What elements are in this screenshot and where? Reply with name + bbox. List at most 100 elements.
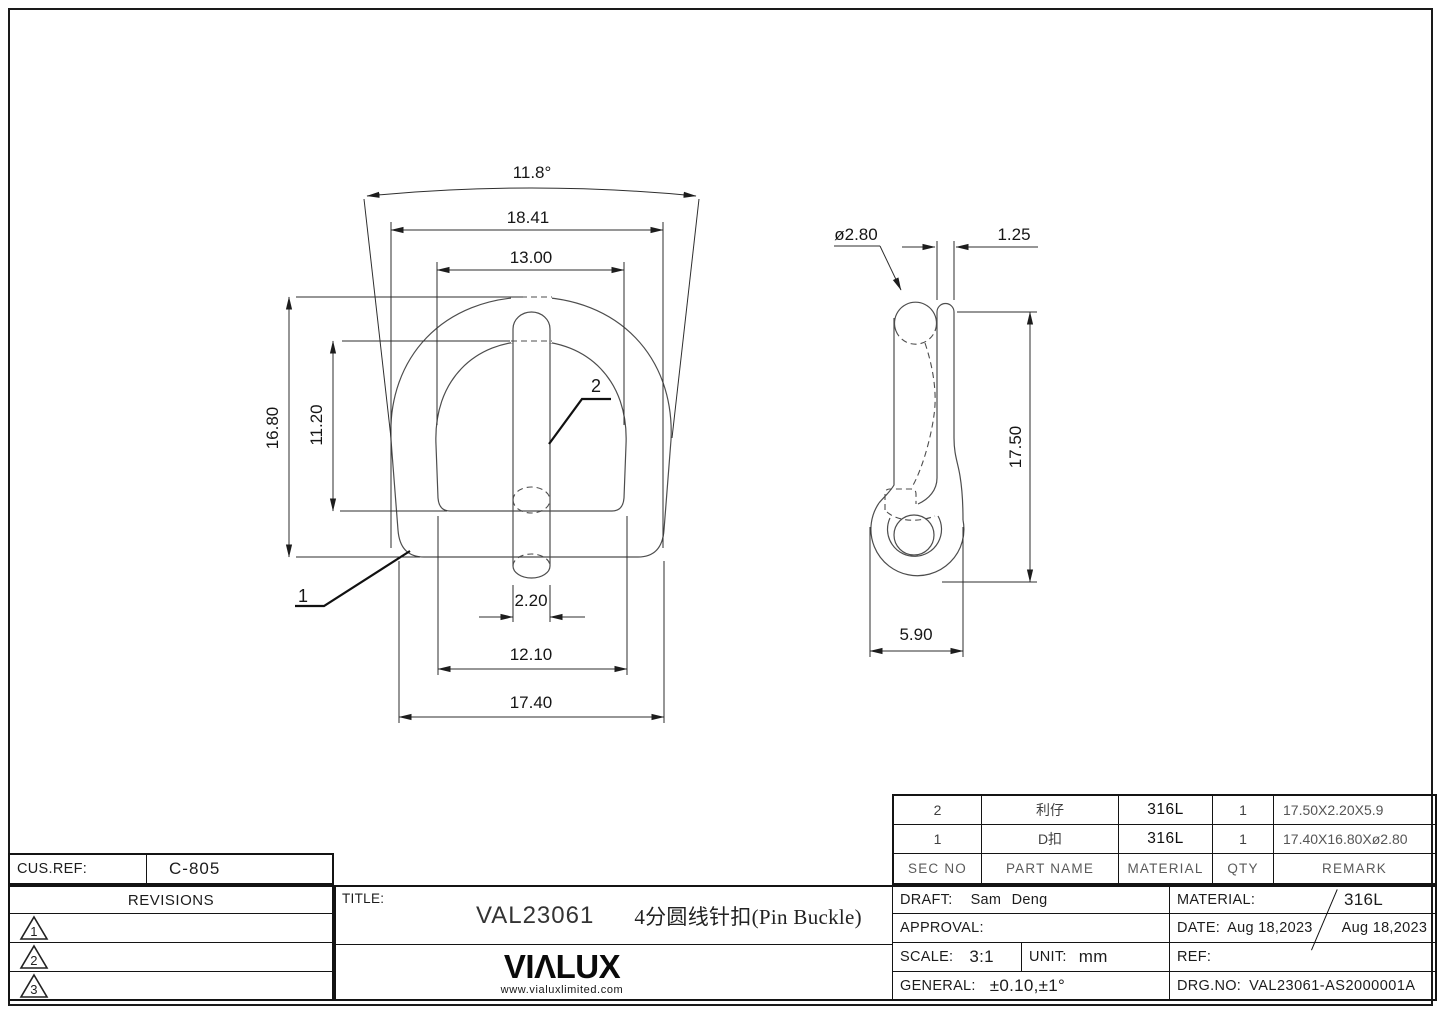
sheet-border (8, 8, 1433, 1006)
pin-head-circle (893, 301, 938, 332)
material-cell: MATERIAL: 316L (1170, 887, 1435, 914)
title-label: TITLE: (342, 891, 385, 906)
parts-header-sec-no: SEC NO (894, 854, 982, 883)
dim-tab-thickness-label: 1.25 (997, 225, 1030, 244)
draft-value: Sam Deng (970, 892, 1048, 908)
pin-end-hook-hidden (884, 488, 917, 510)
scale-value: 3:1 (969, 947, 994, 966)
drg-no-label: DRG.NO: (1177, 977, 1242, 994)
item2-leader (548, 397, 611, 445)
unit-cell: UNIT: mm (1022, 943, 1170, 972)
dim-width-outer-label: 17.40 (510, 693, 553, 712)
title-block (334, 885, 1437, 1001)
parts-row-qty: 1 (1213, 796, 1274, 825)
parts-header-remark: REMARK (1322, 861, 1387, 876)
scale-label: SCALE: (900, 949, 954, 965)
cus-ref-box: CUS.REF: C-805 (8, 853, 334, 885)
ref-label: REF: (1177, 949, 1212, 965)
cus-ref-value: C-805 (169, 859, 221, 878)
item2-label: 2 (591, 376, 601, 396)
draft-label: DRAFT: (900, 892, 953, 908)
body-left-edge (878, 318, 895, 504)
front-view-geometry (390, 295, 672, 579)
parts-row-part-name: 利仔 (982, 796, 1119, 825)
date-label: DATE: (1177, 920, 1221, 936)
parts-row-sec-no: 2 (894, 796, 982, 825)
pin-body (512, 311, 551, 566)
item1-label: 1 (298, 586, 308, 606)
item1-leader (295, 550, 411, 608)
scale-cell: SCALE: 3:1 (893, 943, 1022, 972)
date-value-2: Aug 18,2023 (1341, 920, 1428, 936)
loop-outer (870, 502, 965, 577)
title-code: VAL23061 (476, 901, 595, 929)
general-label: GENERAL: (900, 977, 976, 994)
side-view-geometry (870, 301, 965, 577)
logo-url: www.vialuxlimited.com (500, 984, 624, 996)
parts-header-part-name: PART NAME (982, 854, 1119, 883)
revision-row: 2 (10, 943, 332, 972)
parts-row-remark: 17.40X16.80Xø2.80 (1274, 825, 1435, 854)
date-value-1: Aug 18,2023 (1227, 920, 1313, 936)
buckle-outer-outline (390, 296, 672, 558)
revision-number: 2 (30, 953, 38, 968)
dim-pin-width-label: 2.20 (514, 591, 547, 610)
title-cell: TITLE: VAL23061 4分圆线针扣(Pin Buckle) (336, 887, 893, 945)
pin-tip (512, 565, 551, 579)
pin-end-arc-hidden (886, 511, 936, 521)
parts-header-material: MATERIAL (1119, 854, 1213, 883)
logo-cell: VIΛLUX www.vialuxlimited.com (336, 945, 893, 999)
dim-width-inner-bottom-label: 12.10 (510, 645, 553, 664)
side-view: ø2.80 1.25 17.50 5.90 (834, 225, 1038, 657)
approval-cell: APPROVAL: (893, 914, 1170, 943)
front-view-dim-labels: 11.8° 18.41 13.00 16.80 11.20 2.20 12.10… (263, 163, 601, 712)
vialux-logo: VIΛLUX www.vialuxlimited.com (501, 948, 624, 996)
parts-row-part-name: D扣 (982, 825, 1119, 854)
dim-wire-dia-label: ø2.80 (834, 225, 877, 244)
material-label: MATERIAL: (1177, 892, 1256, 908)
parts-row-sec-no: 1 (894, 825, 982, 854)
dim-loop-width-label: 5.90 (899, 625, 932, 644)
revision-triangle-icon: 2 (19, 944, 49, 969)
parts-row-material: 316L (1119, 796, 1213, 825)
revision-triangle-icon: 3 (19, 972, 49, 998)
general-value: ±0.10,±1° (989, 975, 1066, 995)
cus-ref-label: CUS.REF: (10, 855, 147, 883)
revision-number: 3 (30, 982, 38, 997)
loop-rim (886, 515, 943, 557)
logo-text: VIΛLUX (503, 948, 621, 985)
material-value: 316L (1343, 890, 1383, 909)
parts-row-material: 316L (1119, 825, 1213, 854)
parts-header-qty: QTY (1213, 854, 1274, 883)
pin-shaft-hidden (911, 342, 936, 488)
revision-number: 1 (30, 924, 38, 939)
side-view-dimensions (834, 241, 1038, 657)
pin-wrap-hidden (512, 486, 551, 514)
drg-no-value: VAL23061-AS2000001A (1249, 977, 1416, 994)
pin-head-hidden-arc (895, 330, 936, 345)
pin-tip-hidden (512, 553, 551, 567)
approval-label: APPROVAL: (900, 920, 984, 936)
dim-width-flare-label: 18.41 (507, 208, 550, 227)
front-view: 11.8° 18.41 13.00 16.80 11.20 2.20 12.10… (263, 163, 700, 723)
unit-value: mm (1078, 947, 1108, 966)
ref-cell: REF: (1170, 943, 1435, 972)
unit-label: UNIT: (1029, 949, 1067, 965)
drg-no-cell: DRG.NO: VAL23061-AS2000001A (1170, 972, 1435, 999)
dim-width-inner-top-label: 13.00 (510, 248, 553, 267)
parts-table: 2 利仔 316L 1 17.50X2.20X5.9 1 D扣 316L 1 1… (892, 794, 1437, 885)
revision-row: 3 (10, 972, 332, 999)
dim-angle-label: 11.8° (513, 163, 552, 182)
tab-right-edge (953, 322, 964, 521)
title-name: 4分圆线针扣(Pin Buckle) (634, 904, 862, 929)
dim-height-outer-label: 16.80 (263, 407, 282, 450)
dim-height-label: 17.50 (1006, 426, 1025, 469)
parts-row-qty: 1 (1213, 825, 1274, 854)
loop-hole (893, 514, 935, 556)
side-view-dim-labels: ø2.80 1.25 17.50 5.90 (834, 225, 1030, 644)
front-view-dimensions (285, 187, 700, 723)
tab-outline (936, 302, 955, 322)
general-cell: GENERAL: ±0.10,±1° (893, 972, 1170, 999)
